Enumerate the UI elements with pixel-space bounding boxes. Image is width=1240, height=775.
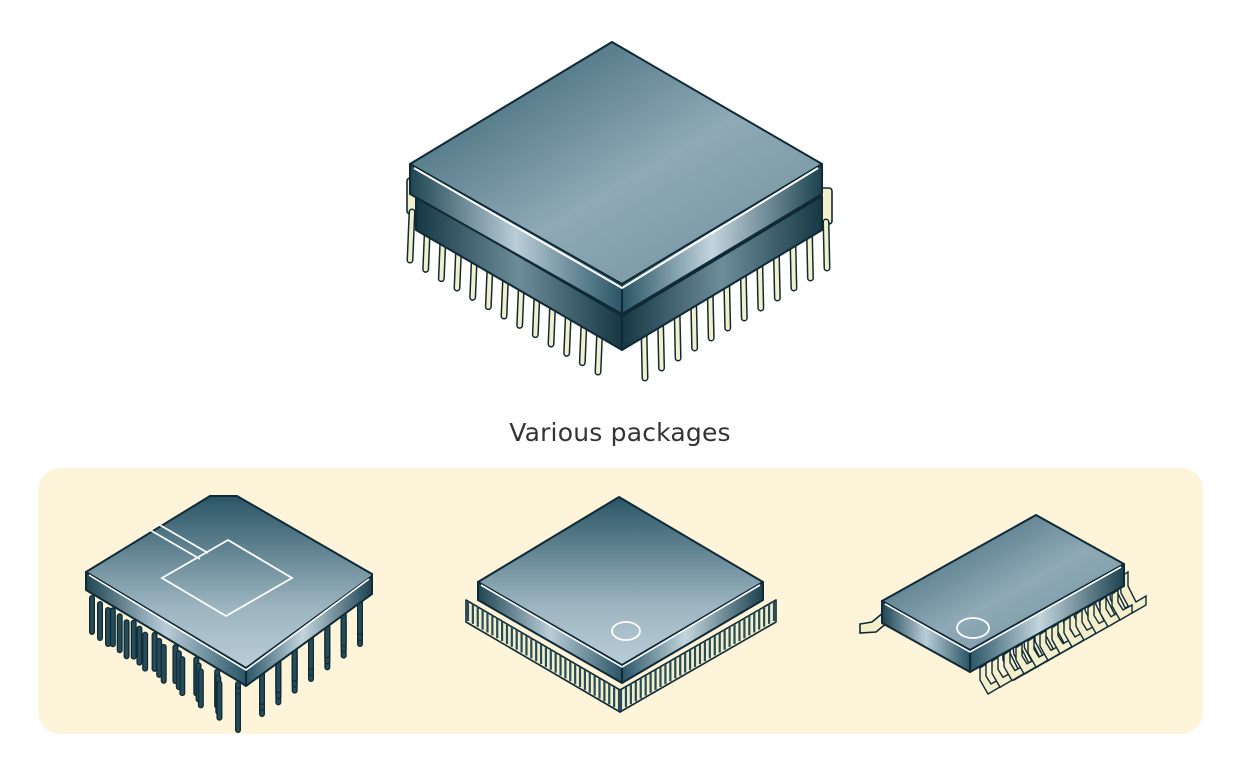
- qfp-highlight-edge: [480, 584, 761, 668]
- j-lead-pin: [642, 330, 647, 380]
- pga-trace: [149, 529, 201, 560]
- j-lead-pin: [741, 270, 747, 320]
- j-lead-pin: [807, 230, 813, 280]
- j-lead-pin: [691, 300, 697, 350]
- gull-wing-lead: [1119, 570, 1147, 614]
- gull-wing-lead: [1111, 588, 1133, 621]
- soic-top-face: [881, 514, 1125, 651]
- chip-base-right: [621, 195, 823, 351]
- various-packages-caption: Various packages: [509, 418, 731, 447]
- pga-highlight-edge: [88, 574, 370, 671]
- chip-top-face: [409, 41, 823, 285]
- j-lead-pin: [757, 260, 763, 310]
- j-lead-pin: [790, 240, 796, 290]
- chip-highlight-edge: [413, 167, 819, 290]
- j-lead-pin: [708, 290, 714, 340]
- j-lead-pin: [724, 280, 730, 330]
- j-lead-pin: [824, 220, 829, 270]
- pga-top-face: [85, 495, 373, 669]
- qfp-top-face: [477, 496, 764, 666]
- qfp-pin1-mark: [611, 621, 641, 641]
- j-lead-pin: [658, 320, 664, 370]
- j-lead-pin: [774, 250, 780, 300]
- j-lead-pin: [408, 210, 414, 262]
- j-lead-pin: [675, 310, 681, 360]
- soic-pin1-mark: [956, 617, 990, 639]
- pga-lid-outline: [160, 538, 294, 618]
- soic-highlight-edge: [884, 566, 1122, 653]
- pga-trace: [157, 523, 209, 554]
